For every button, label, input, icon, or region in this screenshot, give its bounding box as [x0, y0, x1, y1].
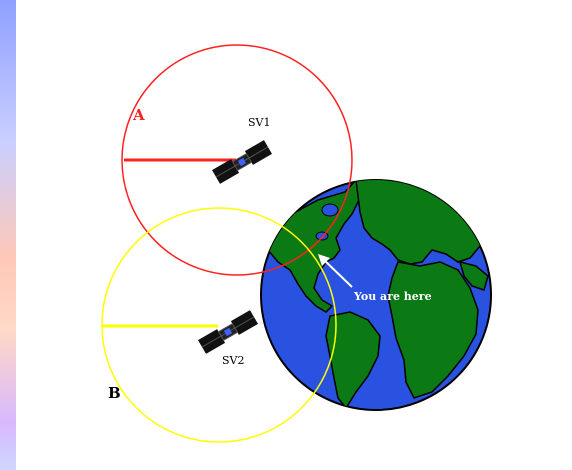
label-a: A: [132, 106, 145, 124]
satellite-sv1-icon: [212, 140, 272, 184]
range-circle-b: [101, 207, 337, 443]
arabia-landmass: [458, 260, 489, 291]
south-america-landmass: [325, 311, 381, 410]
label-sv2: SV2: [222, 354, 244, 367]
hudson-bay: [321, 203, 339, 217]
label-b: B: [108, 384, 121, 402]
satellite-sv2-icon: [198, 310, 258, 354]
label-sv1: SV1: [248, 116, 270, 129]
label-you-are-here: You are here: [353, 290, 432, 303]
page-edge-gradient: [0, 0, 16, 470]
you-are-here-marker: [318, 254, 353, 288]
africa-landmass: [387, 261, 479, 399]
range-circle-a: [121, 44, 353, 276]
